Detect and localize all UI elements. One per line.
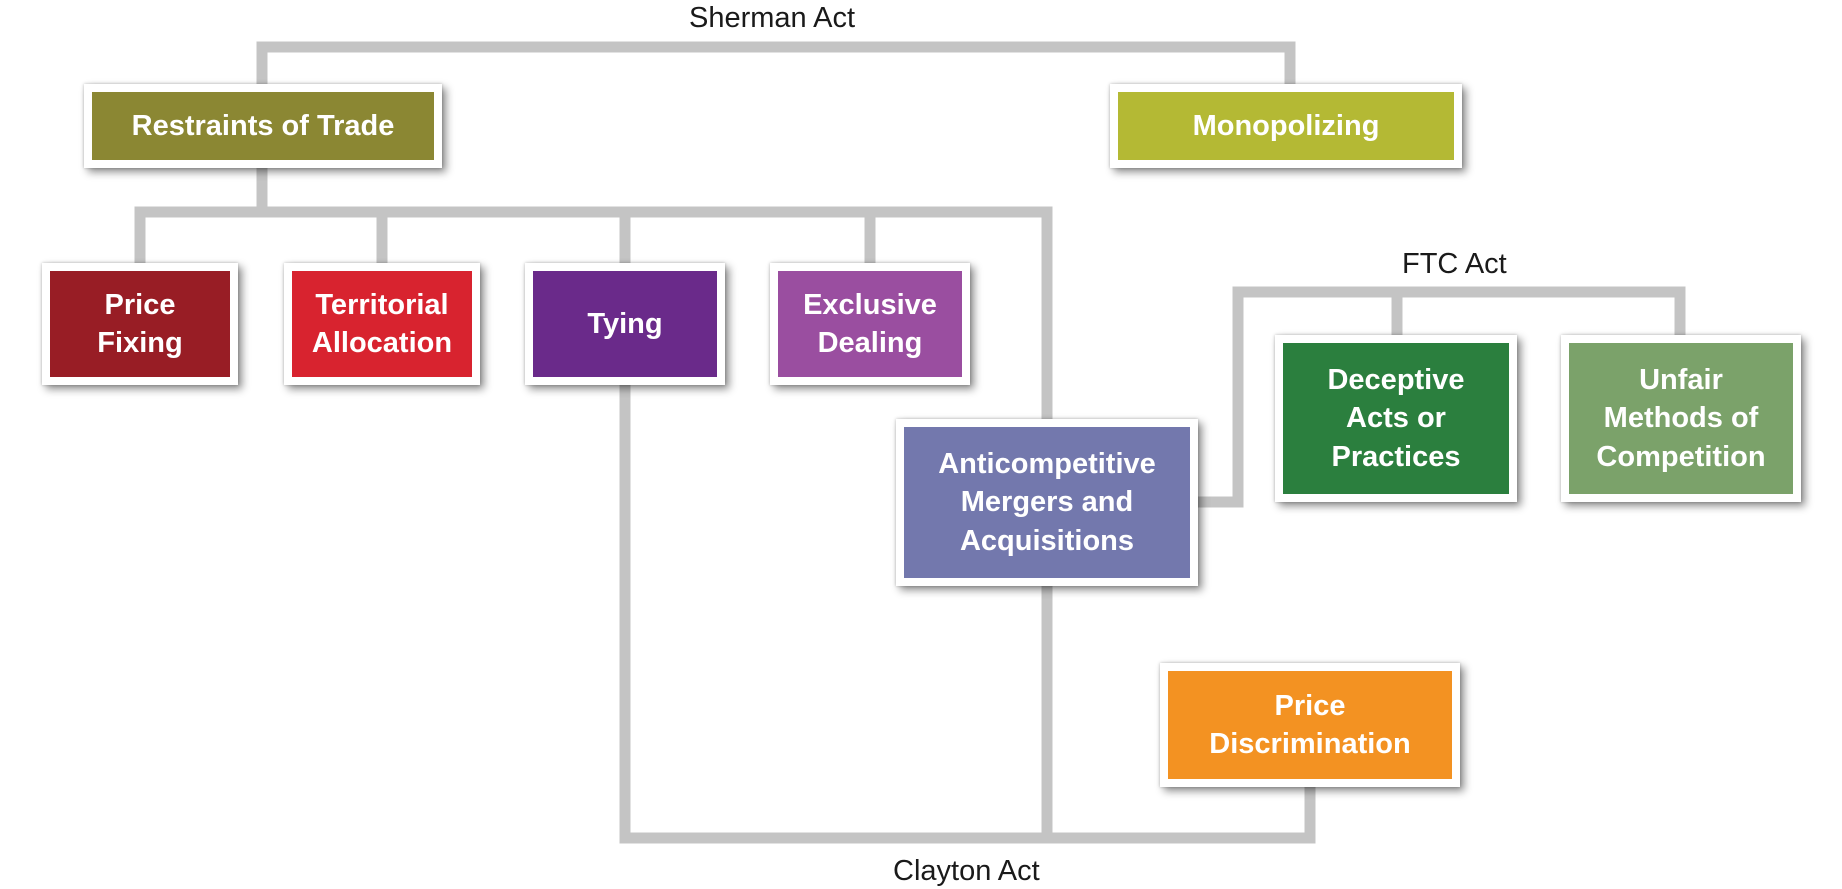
restraints-branch-line bbox=[134, 206, 1053, 425]
price-discrimination-label: Price Discrimination bbox=[1168, 671, 1452, 779]
price-fixing-node: Price Fixing bbox=[42, 263, 238, 385]
tying-label: Tying bbox=[533, 271, 717, 377]
sherman-act-connector bbox=[256, 41, 1296, 84]
ftc-act-label: FTC Act bbox=[1402, 248, 1507, 280]
exclusive-dealing-node: Exclusive Dealing bbox=[770, 263, 970, 385]
clayton-act-label: Clayton Act bbox=[893, 855, 1040, 887]
unfair-methods-label: Unfair Methods of Competition bbox=[1569, 343, 1793, 494]
territorial-allocation-label: Territorial Allocation bbox=[292, 271, 472, 377]
monopolizing-label: Monopolizing bbox=[1118, 92, 1454, 160]
deceptive-acts-node: Deceptive Acts or Practices bbox=[1275, 335, 1517, 502]
monopolizing-node: Monopolizing bbox=[1110, 84, 1462, 168]
territorial-allocation-node: Territorial Allocation bbox=[284, 263, 480, 385]
anticompetitive-mergers-label: Anticompetitive Mergers and Acquisitions bbox=[904, 427, 1190, 578]
price-fixing-label: Price Fixing bbox=[50, 271, 230, 377]
tying-node: Tying bbox=[525, 263, 725, 385]
sherman-act-label: Sherman Act bbox=[689, 2, 856, 34]
exclusive-dealing-label: Exclusive Dealing bbox=[778, 271, 962, 377]
restraints-of-trade-label: Restraints of Trade bbox=[92, 92, 434, 160]
price-discrimination-node: Price Discrimination bbox=[1160, 663, 1460, 787]
restraints-of-trade-node: Restraints of Trade bbox=[84, 84, 442, 168]
anticompetitive-mergers-node: Anticompetitive Mergers and Acquisitions bbox=[896, 419, 1198, 586]
ftc-act-connector bbox=[1198, 286, 1686, 508]
unfair-methods-node: Unfair Methods of Competition bbox=[1561, 335, 1801, 502]
deceptive-acts-label: Deceptive Acts or Practices bbox=[1283, 343, 1509, 494]
clayton-act-connector bbox=[619, 385, 1316, 844]
